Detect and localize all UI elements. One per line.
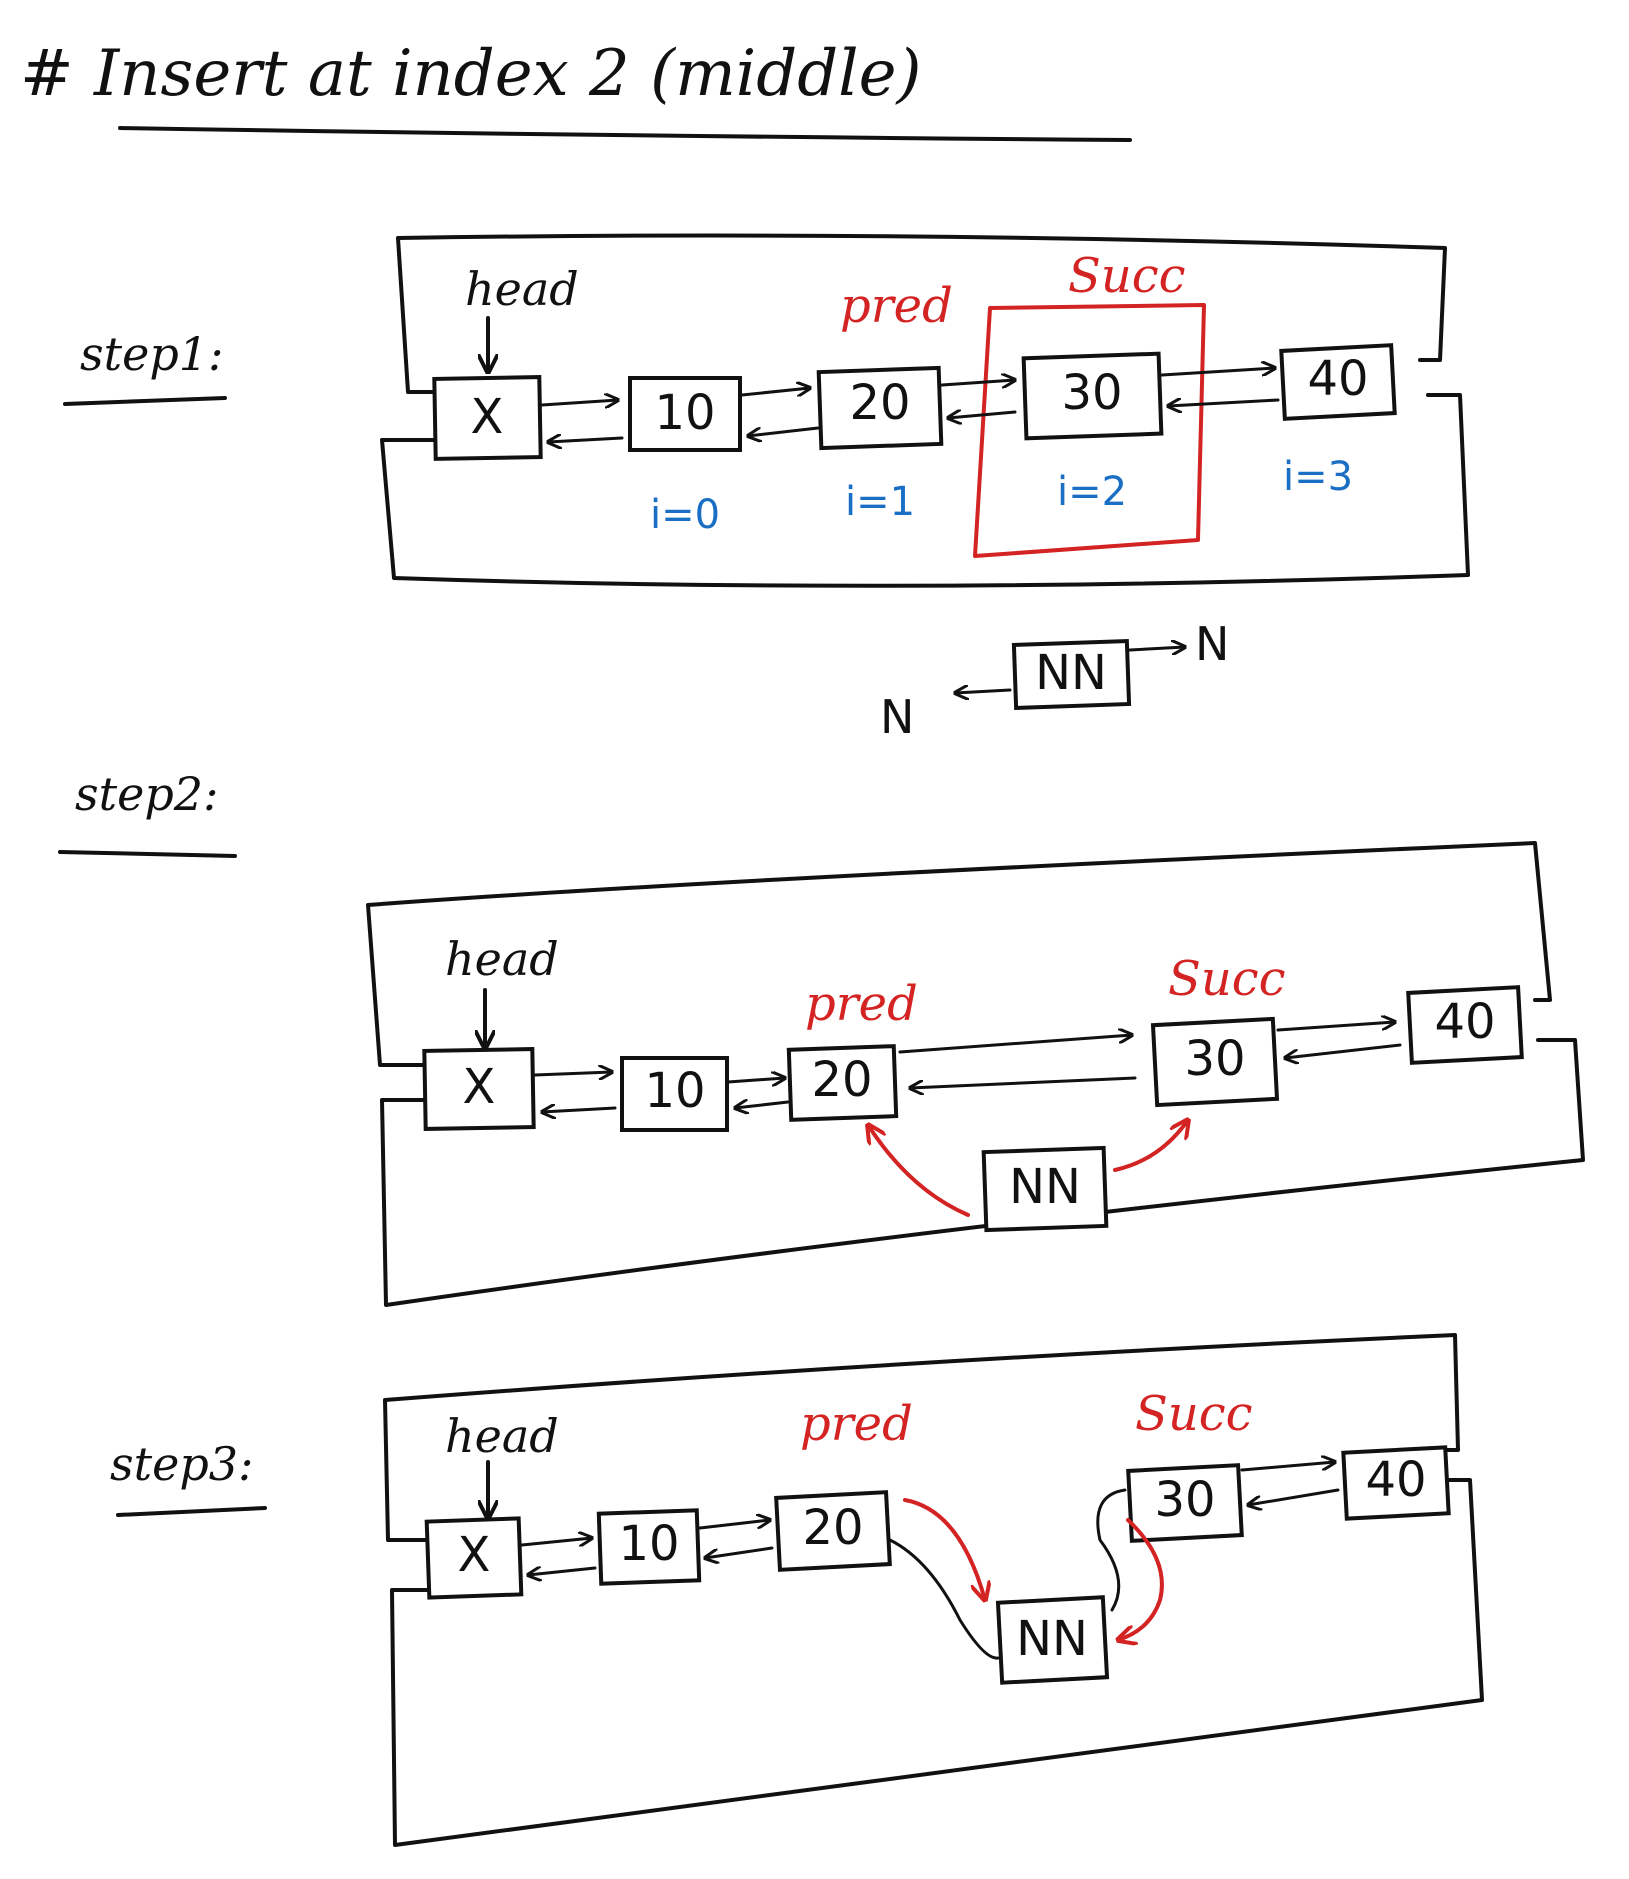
node-value: 30: [1154, 1472, 1215, 1528]
node-box: [786, 1044, 899, 1122]
next-link: [520, 1538, 592, 1545]
new-node-prev-pointer: [868, 1125, 970, 1217]
prev-link: [910, 1076, 1137, 1088]
null-label: N: [1195, 617, 1229, 671]
node-value: 30: [1061, 365, 1122, 421]
next-link: [1160, 368, 1275, 377]
step-label: step2:: [75, 767, 219, 821]
new-node-value: NN: [1016, 1611, 1088, 1667]
head-label: head: [445, 1409, 559, 1463]
head-label: head: [445, 932, 559, 986]
next-link: [698, 1520, 770, 1530]
node-value: X: [458, 1527, 491, 1583]
prev-link: [948, 412, 1017, 418]
step-label: step3:: [110, 1437, 254, 1491]
node-value: 20: [811, 1052, 872, 1108]
circular-frame: [380, 233, 1470, 588]
succ-label: Succ: [1135, 1386, 1253, 1442]
node-value: 10: [654, 385, 715, 441]
node-value: 20: [849, 375, 910, 431]
node-box: [1150, 1016, 1280, 1108]
node-box: [1021, 351, 1164, 441]
step-2: step2: head pred Succ X 10 20 30 40 NN: [58, 767, 1585, 1307]
node-value: 40: [1365, 1452, 1426, 1508]
node-box: [1126, 1463, 1244, 1543]
node-value: X: [471, 389, 504, 445]
node-value: 10: [644, 1063, 705, 1119]
next-link: [1240, 1462, 1335, 1472]
prev-link: [542, 1108, 617, 1112]
head-label: head: [465, 262, 579, 316]
null-label: N: [880, 690, 914, 744]
new-node-value: NN: [1035, 645, 1107, 701]
title-underline: [118, 126, 1132, 142]
next-link: [533, 1072, 612, 1075]
node-box: [628, 376, 742, 452]
next-link: [726, 1078, 785, 1082]
step-label-underline: [63, 396, 227, 406]
node-value: 20: [802, 1500, 863, 1556]
node-box: [422, 1047, 536, 1131]
node-box: [432, 375, 543, 461]
prev-link: [735, 1102, 790, 1108]
index-label: i=3: [1283, 454, 1353, 500]
node-value: 40: [1307, 351, 1368, 407]
node-box: [596, 1508, 702, 1586]
node-box: [1406, 985, 1524, 1065]
node-value: 10: [618, 1516, 679, 1572]
succ-prev-pointer: [1118, 1518, 1164, 1640]
circular-frame: [383, 1333, 1484, 1847]
prev-link: [1168, 400, 1280, 406]
node-value: 30: [1184, 1031, 1245, 1087]
node-box: [1341, 1445, 1451, 1521]
node-box: [1279, 343, 1397, 421]
step-label: step1:: [80, 327, 224, 381]
next-link: [540, 400, 618, 405]
new-node-prev-null: [955, 690, 1012, 693]
index-label: i=2: [1057, 469, 1127, 515]
index-label: i=1: [845, 479, 915, 525]
new-node-value: NN: [1009, 1159, 1081, 1215]
pred-label: pred: [800, 1396, 913, 1452]
new-node-box: [981, 1145, 1109, 1233]
prev-link: [705, 1546, 774, 1558]
new-node-box: [1011, 638, 1132, 711]
new-node-next-null: [1128, 647, 1185, 650]
next-link: [1276, 1022, 1395, 1032]
succ-highlight-box: [973, 303, 1206, 558]
step-label-underline: [116, 1506, 267, 1517]
node-box: [816, 365, 944, 451]
prev-link: [748, 426, 820, 436]
index-label: i=0: [650, 492, 720, 538]
prev-link: [1285, 1043, 1402, 1058]
step-3: step3: head pred Succ X 10 20 30 40 NN: [110, 1333, 1484, 1847]
circular-frame: [366, 841, 1585, 1307]
node-value: X: [463, 1059, 496, 1115]
next-link: [898, 1035, 1132, 1054]
new-node-to-succ-link: [1096, 1488, 1127, 1612]
node-box: [424, 1516, 524, 1600]
pred-next-pointer: [903, 1498, 985, 1600]
node-box: [774, 1490, 892, 1572]
prev-link: [548, 438, 624, 442]
new-node-next-pointer: [1113, 1120, 1188, 1172]
step-label-underline: [58, 850, 237, 858]
node-box: [620, 1056, 729, 1132]
step-1: step1: head pred Succ X 10 20 30 40 i=0: [63, 233, 1470, 744]
succ-label: Succ: [1168, 951, 1286, 1007]
page-title: # Insert at index 2 (middle): [20, 37, 921, 111]
next-link: [940, 380, 1015, 385]
pred-label: pred: [840, 278, 953, 334]
node-value: 40: [1434, 994, 1495, 1050]
next-link: [740, 388, 810, 395]
pred-to-new-node-link: [888, 1538, 1000, 1660]
succ-label: Succ: [1068, 248, 1186, 304]
prev-link: [528, 1568, 597, 1575]
prev-link: [1248, 1488, 1340, 1505]
pred-label: pred: [805, 976, 918, 1032]
new-node-box: [995, 1595, 1110, 1685]
